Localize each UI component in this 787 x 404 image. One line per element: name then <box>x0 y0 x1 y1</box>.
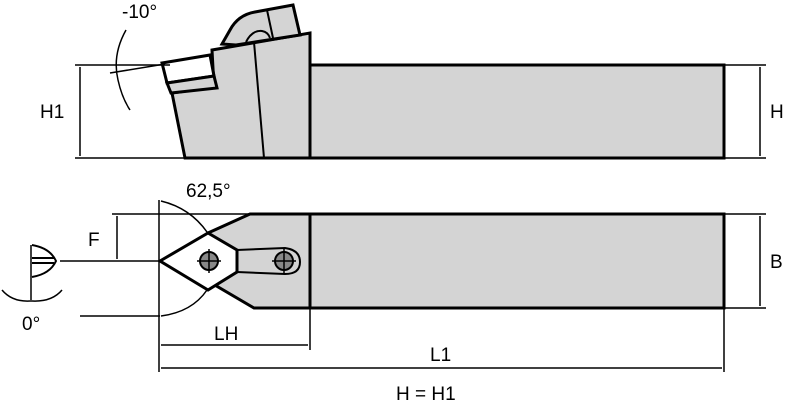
rake-zero-label: 0° <box>22 314 40 335</box>
footnote-equation: H = H1 <box>396 384 456 404</box>
side-clamp <box>219 3 302 47</box>
side-view: -10° H1 H <box>40 2 784 160</box>
rake-arc-right <box>31 289 63 302</box>
h-label: H <box>770 102 784 123</box>
h1-label: H1 <box>40 102 64 123</box>
top-view: F 62,5° 0° B LH L1 <box>1 181 783 372</box>
side-clamp-screw <box>245 29 271 43</box>
side-head <box>170 31 312 160</box>
approach-angle-arc-top <box>160 200 208 233</box>
approach-angle-label: 62,5° <box>186 181 231 202</box>
rake-symbol-icon <box>31 244 58 278</box>
rake-angle-label: -10° <box>122 2 157 23</box>
side-head-divider <box>253 41 265 159</box>
rake-arc-left <box>1 289 31 302</box>
approach-angle-arc-bottom <box>160 289 208 317</box>
side-shim <box>164 74 219 95</box>
top-clamp <box>236 246 302 276</box>
side-clamp-divider <box>266 9 274 39</box>
f-label: F <box>88 230 100 251</box>
side-shank <box>308 63 726 160</box>
top-shank <box>308 212 726 310</box>
rake-angle-arc <box>115 29 131 111</box>
lh-label: LH <box>214 324 238 345</box>
b-label: B <box>770 252 783 273</box>
l1-label: L1 <box>430 345 451 366</box>
